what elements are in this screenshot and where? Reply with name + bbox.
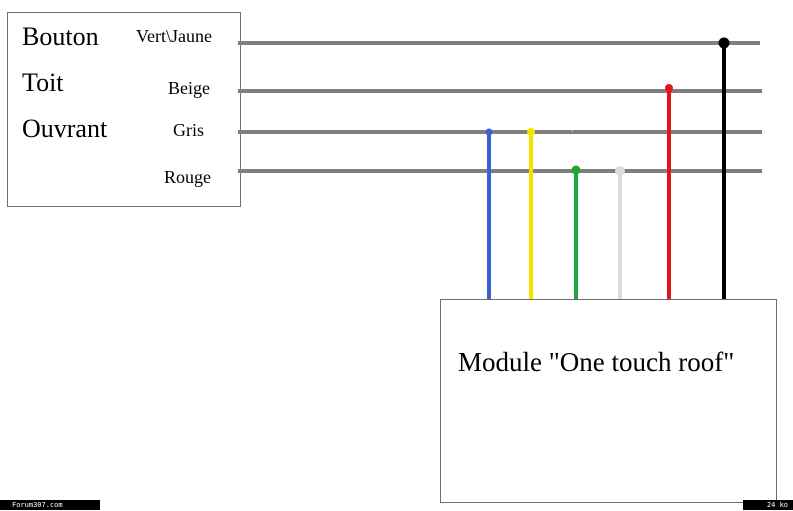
site-watermark: Forum307.com bbox=[0, 500, 100, 510]
wire-label-vert-jaune: Vert\Jaune bbox=[136, 26, 212, 46]
title-line-toit: Toit bbox=[22, 68, 64, 97]
red-wire-junction-dot bbox=[665, 84, 673, 92]
white-wire-junction-dot bbox=[615, 166, 625, 176]
file-size-tag: 24 ko bbox=[743, 500, 793, 510]
module-label: Module "One touch roof" bbox=[458, 347, 735, 377]
wire-label-beige: Beige bbox=[168, 78, 210, 98]
title-line-bouton: Bouton bbox=[22, 22, 99, 51]
module-box bbox=[440, 299, 777, 503]
green-wire-junction-dot bbox=[571, 165, 581, 175]
title-line-ouvrant: Ouvrant bbox=[22, 114, 108, 143]
black-wire-junction-dot bbox=[718, 37, 730, 49]
roof-button-box bbox=[7, 12, 241, 207]
blue-wire-junction-dot bbox=[485, 128, 493, 136]
yellow-wire-junction-dot bbox=[527, 128, 535, 136]
wire-label-gris: Gris bbox=[173, 120, 204, 140]
wire-label-rouge: Rouge bbox=[164, 167, 211, 187]
